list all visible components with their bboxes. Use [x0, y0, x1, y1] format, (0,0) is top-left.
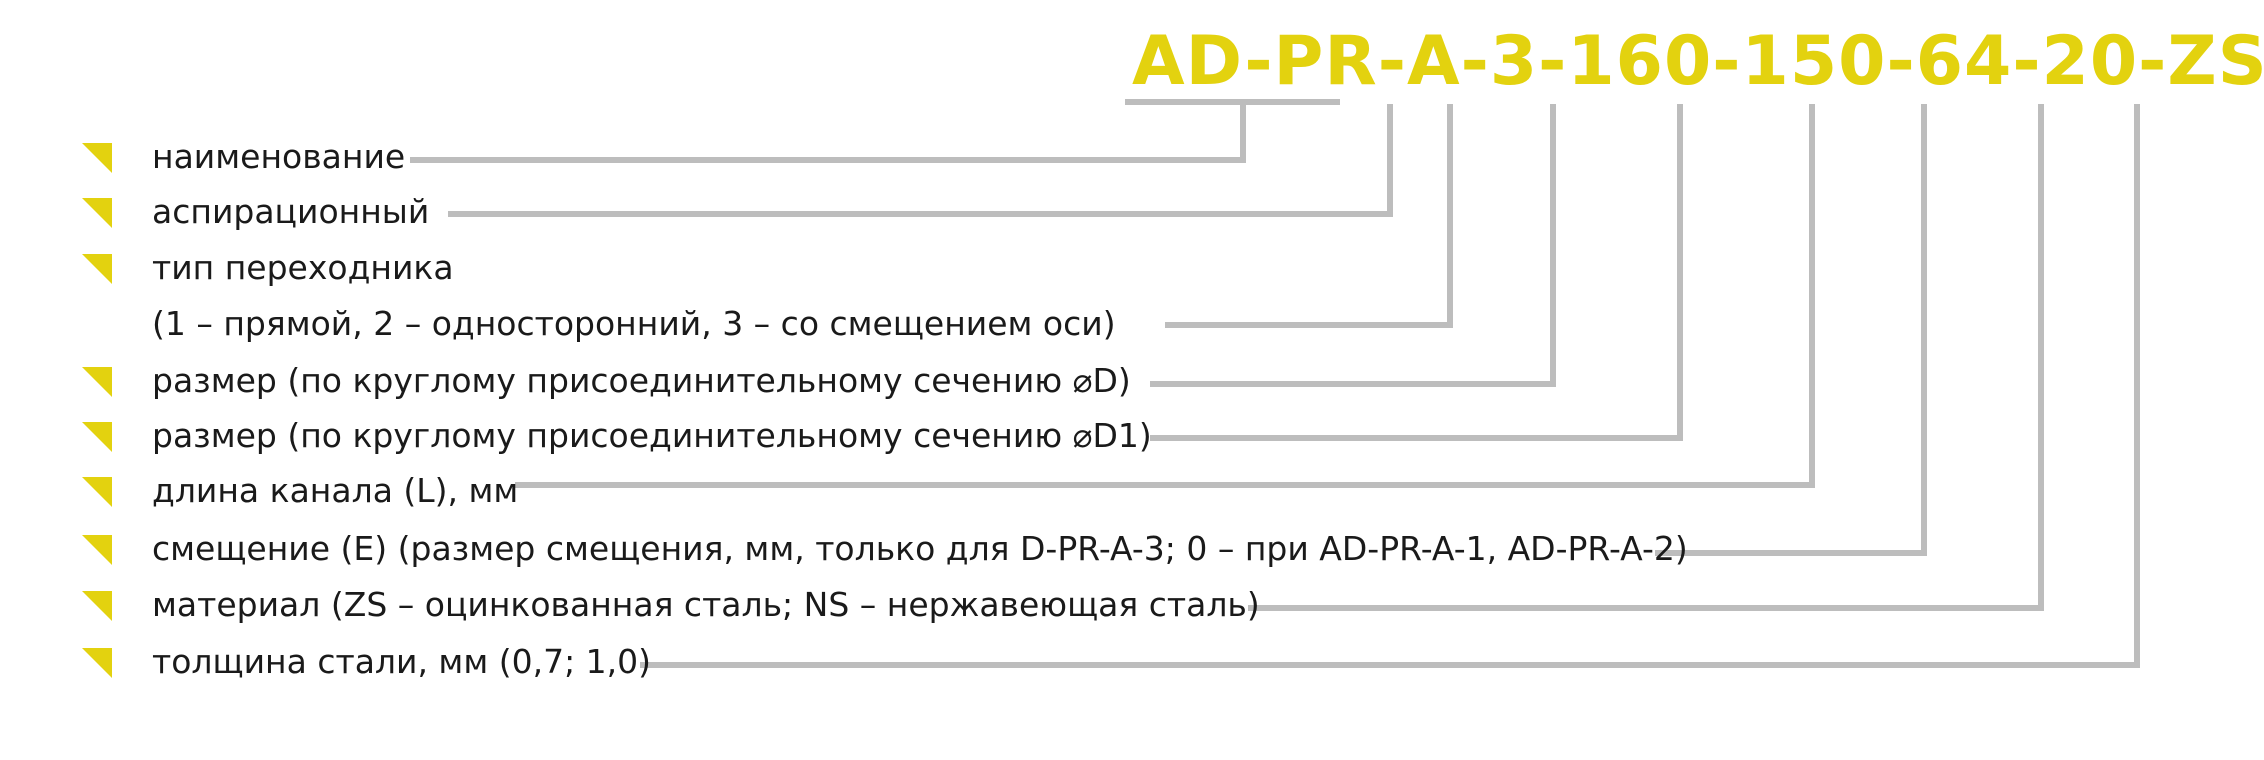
connector-tolshchina	[640, 104, 2140, 668]
label-tolshchina: толщина стали, мм (0,7; 1,0)	[152, 642, 652, 681]
connector-smeshchenie	[1655, 104, 1927, 556]
connector-razmer-d	[1150, 104, 1556, 387]
label-aspiratsionnyi: аспирационный	[152, 192, 430, 231]
bullet-icon	[82, 198, 112, 228]
product-code: AD-PR-A-3-160-150-64-20-ZS/0,7	[1132, 22, 2264, 101]
connector-razmer-d1	[1150, 104, 1683, 441]
label-tip-perehodnika: тип переходника	[152, 248, 454, 287]
label-material: материал (ZS – оцинкованная сталь; NS – …	[152, 585, 1260, 624]
bullet-icon	[82, 422, 112, 452]
bullet-icon	[82, 477, 112, 507]
bullet-icon	[82, 367, 112, 397]
connector-aspiratsionnyi	[448, 104, 1393, 217]
label-razmer-d1: размер (по круглому присоединительному с…	[152, 416, 1152, 455]
label-smeshchenie: смещение (E) (размер смещения, мм, тольк…	[152, 529, 1688, 568]
bullet-icon	[82, 143, 112, 173]
bullet-icon	[82, 648, 112, 678]
connector-material	[1248, 104, 2044, 611]
connector-tip-perehodnika	[1165, 104, 1453, 328]
label-tip-perehodnika-options: (1 – прямой, 2 – односторонний, 3 – со с…	[152, 304, 1116, 343]
connector-naimenovanie	[410, 102, 1246, 163]
label-razmer-d: размер (по круглому присоединительному с…	[152, 361, 1131, 400]
bullet-icon	[82, 591, 112, 621]
bullet-icon	[82, 254, 112, 284]
bullet-icon	[82, 535, 112, 565]
label-naimenovanie: наименование	[152, 137, 406, 176]
connector-dlina-kanala	[515, 104, 1815, 488]
label-dlina-kanala: длина канала (L), мм	[152, 471, 519, 510]
